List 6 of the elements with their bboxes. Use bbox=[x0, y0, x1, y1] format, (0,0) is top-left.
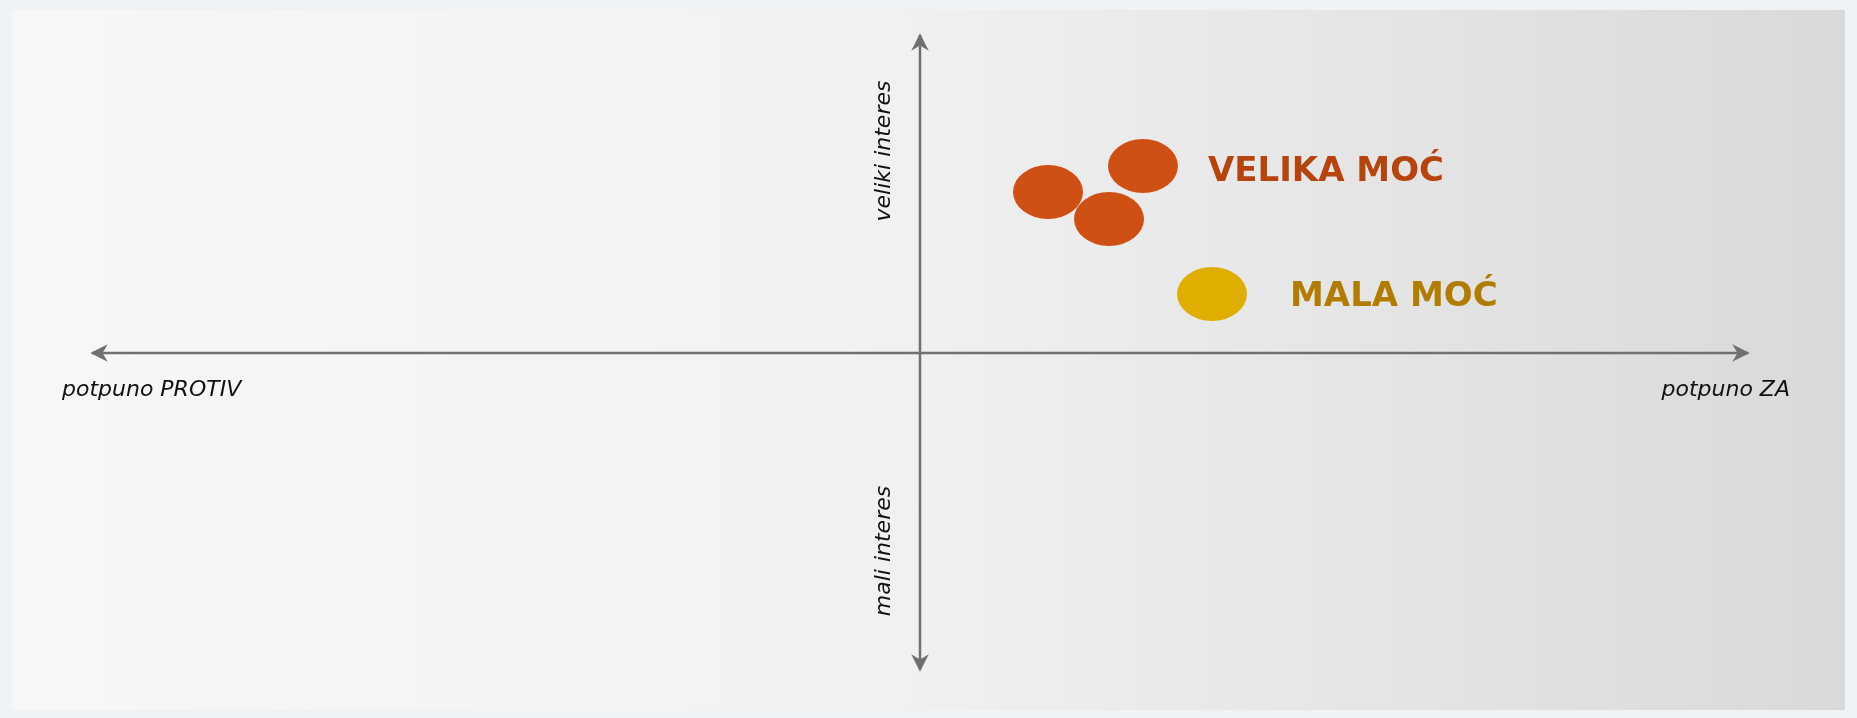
axis-label: mali interes bbox=[869, 485, 895, 617]
axis-label: potpuno PROTIV bbox=[62, 375, 242, 401]
axis-label: veliki interes bbox=[869, 80, 895, 222]
legend-label: VELIKA MOĆ bbox=[1208, 149, 1445, 189]
axis-label: potpuno ZA bbox=[1661, 375, 1790, 401]
legend-label: MALA MOĆ bbox=[1290, 274, 1498, 314]
